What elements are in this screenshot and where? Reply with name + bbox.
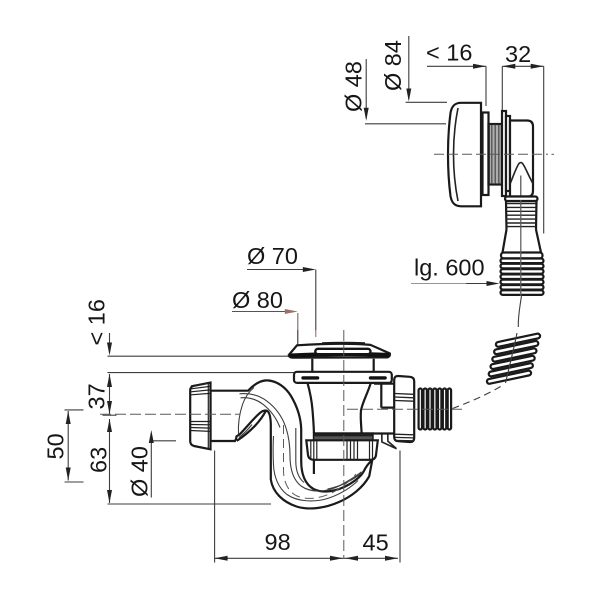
svg-text:37: 37	[84, 383, 110, 409]
svg-text:63: 63	[86, 447, 112, 473]
svg-text:lg. 600: lg. 600	[414, 255, 485, 281]
svg-text:98: 98	[265, 529, 291, 555]
svg-text:Ø 84: Ø 84	[380, 40, 406, 91]
svg-text:< 16: < 16	[426, 40, 472, 66]
svg-text:Ø 70: Ø 70	[247, 243, 298, 269]
svg-text:50: 50	[43, 433, 69, 459]
svg-text:< 16: < 16	[84, 299, 110, 345]
svg-text:Ø 48: Ø 48	[341, 61, 367, 112]
svg-text:Ø 40: Ø 40	[127, 446, 153, 497]
svg-text:45: 45	[363, 530, 389, 556]
svg-text:32: 32	[505, 41, 531, 67]
svg-text:Ø 80: Ø 80	[232, 287, 283, 313]
